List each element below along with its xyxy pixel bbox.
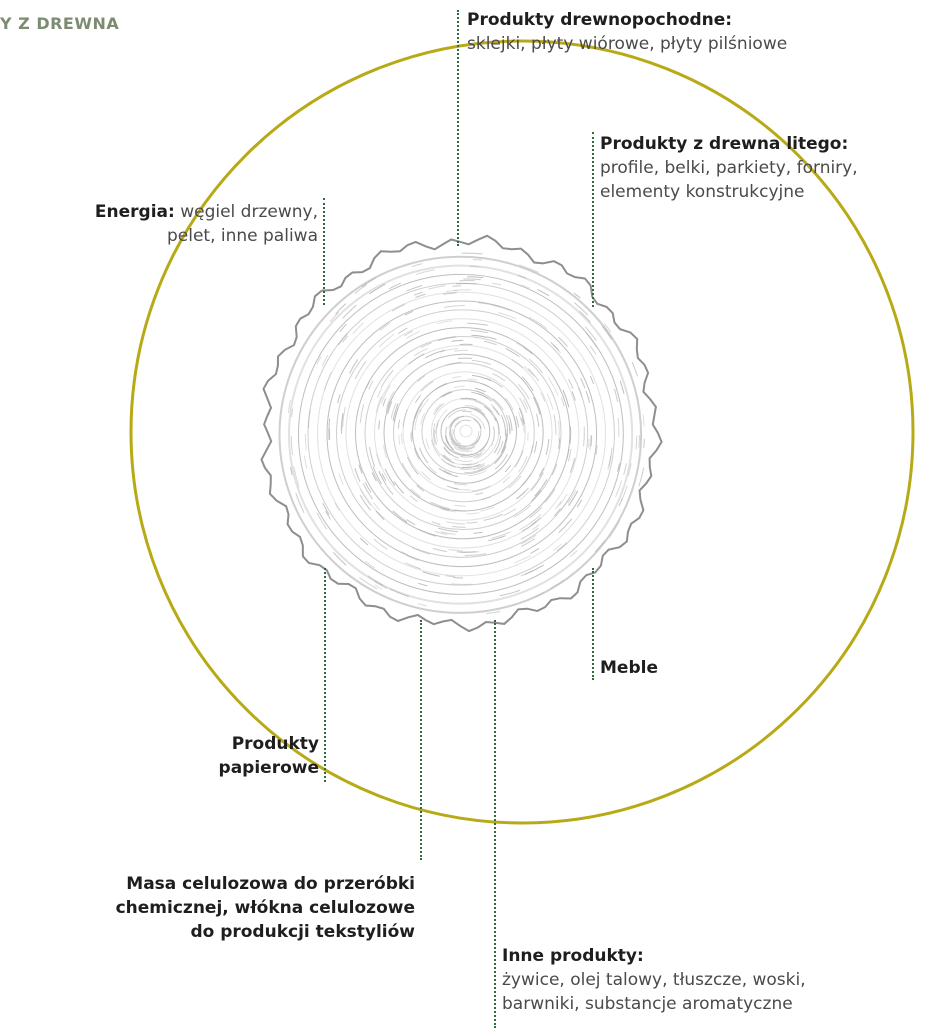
label-heading: do produkcji tekstyliów	[190, 922, 415, 942]
label-heading: Produkty drewnopochodne:	[467, 10, 733, 30]
label-drewnopochodne: Produkty drewnopochodne: sklejki, płyty …	[467, 8, 787, 56]
leader-line-energia	[323, 198, 325, 305]
label-papierowe: Produkty papierowe	[219, 732, 319, 780]
label-text: pelet, inne paliwa	[166, 226, 318, 246]
leader-line-meble	[592, 568, 594, 680]
label-masa: Masa celulozowa do przeróbki chemicznej,…	[116, 872, 415, 944]
log-growth-rings	[278, 255, 643, 614]
label-heading: Inne produkty:	[502, 946, 644, 966]
label-text: elementy konstrukcyjne	[600, 182, 805, 202]
log-wood-grain	[287, 252, 645, 615]
diagram-title: Y Z DREWNA	[0, 14, 120, 33]
label-drewno-lite: Produkty z drewna litego: profile, belki…	[600, 132, 858, 204]
label-text: węgiel drzewny,	[180, 202, 318, 222]
log-bark	[260, 234, 663, 633]
leader-line-masa	[420, 620, 422, 860]
label-heading: papierowe	[218, 758, 319, 778]
leader-line-papierowe	[324, 568, 326, 782]
label-text: żywice, olej talowy, tłuszcze, woski,	[502, 970, 806, 990]
leader-line-inne	[494, 620, 496, 1028]
leader-line-drewno-lite	[592, 132, 594, 307]
leader-line-drewnopochodne	[457, 10, 459, 246]
label-heading: Masa celulozowa do przeróbki	[126, 874, 415, 894]
label-text: profile, belki, parkiety, forniry,	[600, 158, 858, 178]
label-text: sklejki, płyty wiórowe, płyty pilśniowe	[467, 34, 788, 54]
label-text: barwniki, substancje aromatyczne	[502, 994, 793, 1014]
tree-log	[260, 234, 663, 633]
label-heading: Produkty z drewna litego:	[600, 134, 849, 154]
outer-ring	[129, 39, 915, 825]
label-heading: Produkty	[231, 734, 319, 754]
label-inne: Inne produkty: żywice, olej talowy, tłus…	[502, 944, 806, 1016]
label-heading: Meble	[600, 658, 658, 678]
label-heading: chemicznej, włókna celulozowe	[115, 898, 415, 918]
label-energia: Energia: węgiel drzewny, pelet, inne pal…	[95, 200, 318, 248]
label-meble: Meble	[600, 656, 658, 680]
label-heading: Energia:	[94, 202, 175, 222]
